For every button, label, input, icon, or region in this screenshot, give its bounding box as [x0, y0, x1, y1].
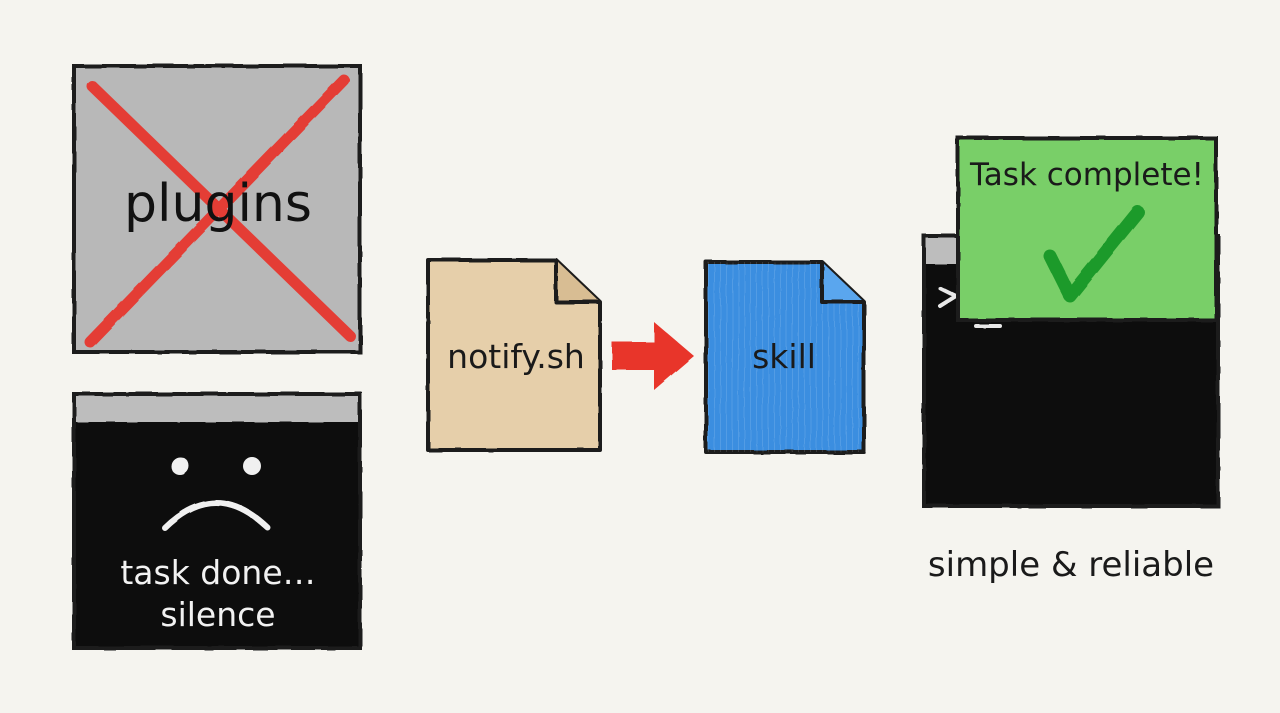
skill-file	[704, 260, 866, 454]
checkmark-icon	[1043, 205, 1145, 303]
right-arrow-icon	[612, 322, 694, 390]
skill-file-fold	[820, 262, 864, 304]
silent-terminal-window	[72, 392, 362, 650]
sad-face-icon	[162, 457, 271, 531]
notification-box	[956, 136, 1218, 322]
completion-notification	[956, 136, 1218, 322]
caption-label: simple & reliable	[927, 545, 1215, 585]
plugins-label: plugins	[124, 174, 312, 234]
silence-label: task done… silence	[120, 553, 316, 634]
notify-file-body	[426, 258, 602, 452]
cross-out-icon	[84, 74, 356, 348]
notify-file-fold	[554, 260, 600, 304]
silent-terminal	[72, 392, 362, 650]
skill-label: skill	[752, 337, 816, 376]
notification-label: Task complete!	[970, 157, 1204, 193]
notify-script-file	[426, 258, 602, 452]
plugins-panel	[72, 64, 362, 354]
silent-terminal-titlebar	[76, 396, 358, 422]
notify-script-label: notify.sh	[447, 337, 585, 376]
